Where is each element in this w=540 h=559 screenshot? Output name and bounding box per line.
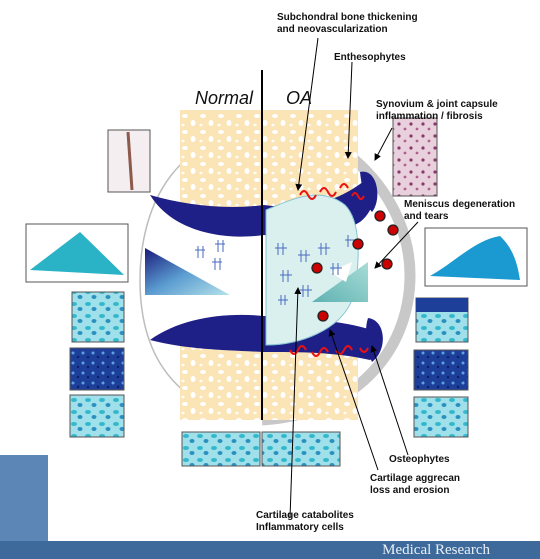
normal-lower-cartilage xyxy=(150,315,264,352)
histo-normal-bone xyxy=(72,292,124,342)
histo-normal-marrow xyxy=(182,432,260,466)
normal-meniscus xyxy=(145,248,230,295)
label-enthesophytes: Enthesophytes xyxy=(334,52,406,64)
header-normal: Normal xyxy=(195,88,253,109)
histo-normal-cartilage xyxy=(70,348,124,390)
label-catabolites: Cartilage catabolites Inflammatory cells xyxy=(256,510,354,534)
histo-oa-synovium xyxy=(393,118,437,196)
histo-oa-subchondral xyxy=(414,397,468,437)
label-aggrecan: Cartilage aggrecan loss and erosion xyxy=(370,473,460,497)
label-osteophytes: Osteophytes xyxy=(389,454,450,466)
label-meniscus: Meniscus degeneration and tears xyxy=(404,199,515,223)
header-oa: OA xyxy=(286,88,312,109)
label-subchondral: Subchondral bone thickening and neovascu… xyxy=(277,12,418,36)
histo-normal-subchondral xyxy=(70,395,124,437)
histo-oa-cartilage xyxy=(414,350,468,390)
label-synovium: Synovium & joint capsule inflammation / … xyxy=(376,99,498,123)
histo-oa-marrow xyxy=(262,432,340,466)
normal-collagen-strands xyxy=(195,240,225,270)
